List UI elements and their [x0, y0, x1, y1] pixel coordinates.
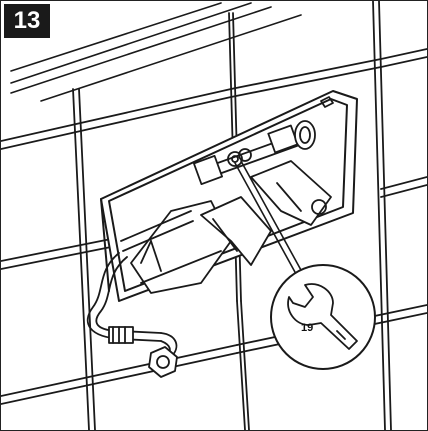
- wrench-icon: [287, 283, 358, 350]
- upper-pipe-assembly: [193, 96, 334, 185]
- wrench-size-label: 19: [301, 322, 313, 334]
- hex-nut-icon: [148, 346, 178, 378]
- callout-leader: [234, 160, 308, 284]
- top-trim: [10, 2, 302, 102]
- valve-bodies: [120, 160, 332, 294]
- wrench-callout: [270, 264, 376, 370]
- step-number-badge: 13: [4, 4, 50, 38]
